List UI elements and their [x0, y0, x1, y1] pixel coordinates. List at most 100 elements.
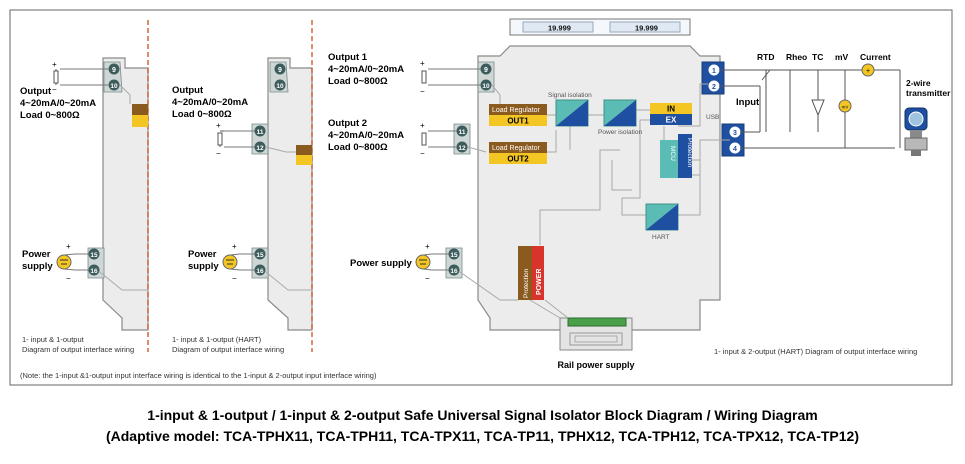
terminal-2-label: 2 — [712, 84, 716, 91]
terminal-12-p2 — [254, 141, 266, 153]
terminal-15-label: 15 — [90, 252, 98, 259]
p3-caption: 1- input & 2-output (HART) Diagram of ou… — [714, 347, 917, 356]
sensor-rtd: RTD — [757, 52, 774, 62]
panel-2: 9 10 11 12 15 16 + − + − Output 4~20mA/0… — [172, 20, 313, 354]
in-block — [650, 103, 692, 114]
input-label: Input — [736, 97, 760, 108]
power-block-label: POWER — [536, 269, 543, 295]
load-resistor-p1 — [53, 70, 59, 84]
terminal-15-p3 — [448, 248, 460, 260]
terminal-15-label-p2: 15 — [256, 252, 264, 259]
terminal-11-label-p2: 11 — [257, 129, 264, 136]
terminal-11-p3 — [456, 125, 468, 137]
power-source-icon-p1 — [56, 254, 72, 270]
terminal-15-label-p3: 15 — [450, 252, 458, 259]
terminal-9-p3 — [480, 63, 492, 75]
terminal-11-label-p3: 11 — [459, 129, 466, 136]
p3-power-label: Power supply — [350, 258, 412, 269]
output1-load: Load 0~800Ω — [328, 76, 388, 87]
power-isolation-label: Power isolation — [598, 129, 642, 136]
p1-output-range: 4~20mA/0~20mA — [20, 98, 96, 109]
wiring-diagram: 9 10 15 16 + − + − Output 4~20mA/0~20mA … — [9, 9, 953, 386]
module-2-body — [267, 57, 313, 331]
note-text: (Note: the 1-input &1-output input inter… — [20, 371, 377, 380]
terminal-16-p3 — [448, 264, 460, 276]
svg-text:−: − — [66, 274, 71, 283]
module-3-body — [477, 45, 721, 331]
module-2-output-yellow — [296, 155, 312, 165]
sensor-current: Current — [860, 52, 891, 62]
transmitter-icon — [904, 107, 928, 156]
p1-power-label2: supply — [22, 261, 53, 272]
power-source-icon-p2 — [222, 254, 238, 270]
terminal-9-label: 9 — [112, 67, 116, 74]
svg-text:+: + — [420, 59, 425, 68]
sensor-rheo: Rheo — [786, 52, 807, 62]
out1-label: OUT1 — [507, 117, 529, 126]
svg-text:+: + — [425, 242, 430, 251]
protection-block-power — [518, 246, 532, 300]
display-left-value: 19.999 — [548, 24, 571, 33]
terminal-12-p3 — [456, 141, 468, 153]
load-regulator-1 — [489, 104, 547, 115]
p1-output-label: Output — [20, 86, 52, 97]
svg-text:+: + — [232, 242, 237, 251]
panel-3: 19.999 19.999 9 10 11 12 15 16 1 2 3 — [328, 18, 951, 370]
terminal-1-p3 — [708, 64, 720, 76]
module-2-output-brown — [296, 145, 312, 155]
output2-load: Load 0~800Ω — [328, 142, 388, 153]
terminal-9-p1 — [108, 63, 120, 75]
rail-pcb — [567, 317, 627, 327]
protection-block-in — [678, 134, 692, 178]
p2-power-label: Power — [188, 249, 217, 260]
terminal-16-p1 — [88, 264, 100, 276]
svg-text:−: − — [420, 87, 425, 96]
hart-label: HART — [652, 234, 670, 241]
terminal-1-label: 1 — [712, 68, 716, 75]
load-resistor-out2 — [421, 132, 427, 146]
terminal-10-label-p3: 10 — [482, 83, 490, 90]
terminal-12-label-p3: 12 — [458, 145, 466, 152]
output2-label: Output 2 — [328, 118, 367, 129]
p1-output-load: Load 0~800Ω — [20, 110, 80, 121]
input-wires — [719, 69, 901, 149]
p2-power-label2: supply — [188, 261, 219, 272]
rail-power-label: Rail power supply — [557, 360, 634, 370]
usb-label: USB — [706, 114, 719, 121]
output1-label: Output 1 — [328, 52, 368, 63]
terminal-9-label-p3: 9 — [484, 67, 488, 74]
module-1-output-yellow — [132, 115, 148, 127]
terminal-3-p3 — [729, 126, 741, 138]
svg-text:+: + — [866, 68, 870, 75]
terminal-10-p2 — [274, 79, 286, 91]
transmitter-label-2: transmitter — [906, 88, 951, 98]
svg-text:−: − — [232, 274, 237, 283]
current-source-icon — [861, 63, 875, 77]
output1-range: 4~20mA/0~20mA — [328, 64, 404, 75]
svg-text:+: + — [52, 60, 57, 69]
terminal-4-p3 — [729, 142, 741, 154]
svg-text:mV: mV — [842, 105, 849, 110]
terminal-10-p1 — [108, 79, 120, 91]
mv-source-icon — [838, 99, 852, 113]
output2-range: 4~20mA/0~20mA — [328, 130, 404, 141]
module-1-output-brown — [132, 104, 148, 115]
terminal-11-p2 — [254, 125, 266, 137]
module-1-body — [102, 57, 149, 331]
ex-label: EX — [666, 116, 677, 125]
sensor-tc: TC — [812, 52, 823, 62]
internal-wires — [459, 83, 730, 319]
load-regulator-1-label: Load Regulator — [492, 107, 541, 114]
p2-output-range: 4~20mA/0~20mA — [172, 97, 248, 108]
title-line-2: (Adaptive model: TCA-TPHX11, TCA-TPH11, … — [105, 428, 859, 444]
ex-block — [650, 114, 692, 125]
mcu-block — [660, 140, 678, 178]
p2-caption-2: Diagram of output interface wiring — [172, 345, 284, 354]
mcu-label: MCU — [669, 146, 676, 161]
terminal-16-p2 — [254, 264, 266, 276]
transmitter-label-1: 2-wire — [906, 78, 931, 88]
p1-caption-2: Diagram of output interface wiring — [22, 345, 134, 354]
terminal-9-label-p2: 9 — [278, 67, 282, 74]
signal-isolation-label: Signal isolation — [548, 92, 592, 99]
terminal-10-p3 — [480, 79, 492, 91]
